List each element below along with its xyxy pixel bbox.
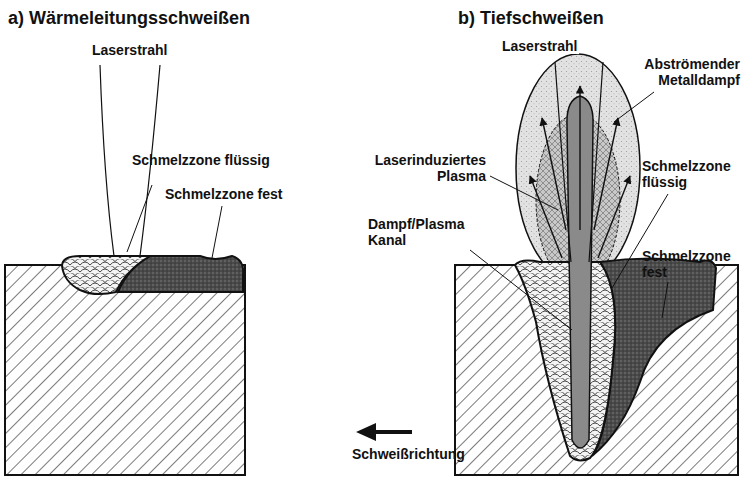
laser-beam	[589, 62, 603, 262]
leader-line	[662, 282, 668, 318]
zone-label: Schmelzzone flüssig	[642, 158, 740, 190]
leader-line	[490, 176, 558, 210]
zone-label: Schmelzzone flüssig	[132, 152, 282, 168]
direction-arrow-head	[356, 423, 376, 441]
channel-label: Dampf/Plasma Kanal	[368, 216, 472, 248]
laser-beam	[100, 65, 114, 256]
laser-beam	[555, 62, 571, 262]
leader-line	[212, 206, 222, 258]
leader-line	[470, 250, 572, 330]
beam-label: Laserstrahl	[500, 38, 579, 54]
panel-heading: b) Tiefschweißen	[458, 8, 604, 28]
vapour-label: Abströmender Metalldampf	[630, 56, 740, 88]
vapour-arrows	[530, 86, 630, 258]
liquid-zone	[62, 256, 150, 294]
workpiece	[5, 265, 245, 475]
leader-line	[127, 185, 152, 252]
direction-label: Schweißrichtung	[352, 446, 465, 462]
direction-arrow	[372, 430, 412, 434]
plasma-label: Laserinduziertes Plasma	[340, 152, 486, 184]
zone-label: Schmelzzone fest	[165, 186, 305, 202]
beam-label: Laserstrahl	[92, 42, 167, 58]
liquid-zone	[515, 261, 615, 461]
zone-label: Schmelzzone fest	[642, 248, 740, 280]
panel-heading: a) Wärmeleitungsschweißen	[8, 8, 250, 28]
leader-line	[614, 92, 654, 122]
